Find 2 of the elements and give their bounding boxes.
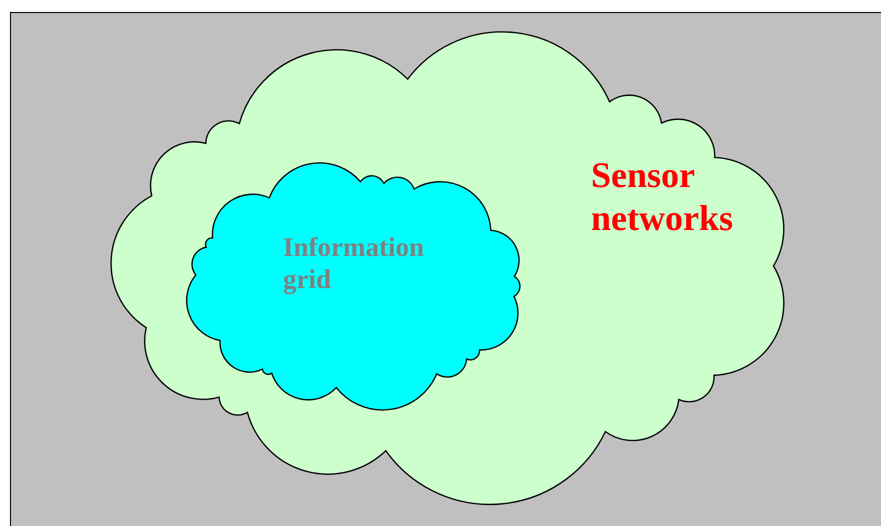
cloud-label: Information grid	[283, 231, 425, 296]
cloud-label: Sensor networks	[591, 154, 734, 240]
